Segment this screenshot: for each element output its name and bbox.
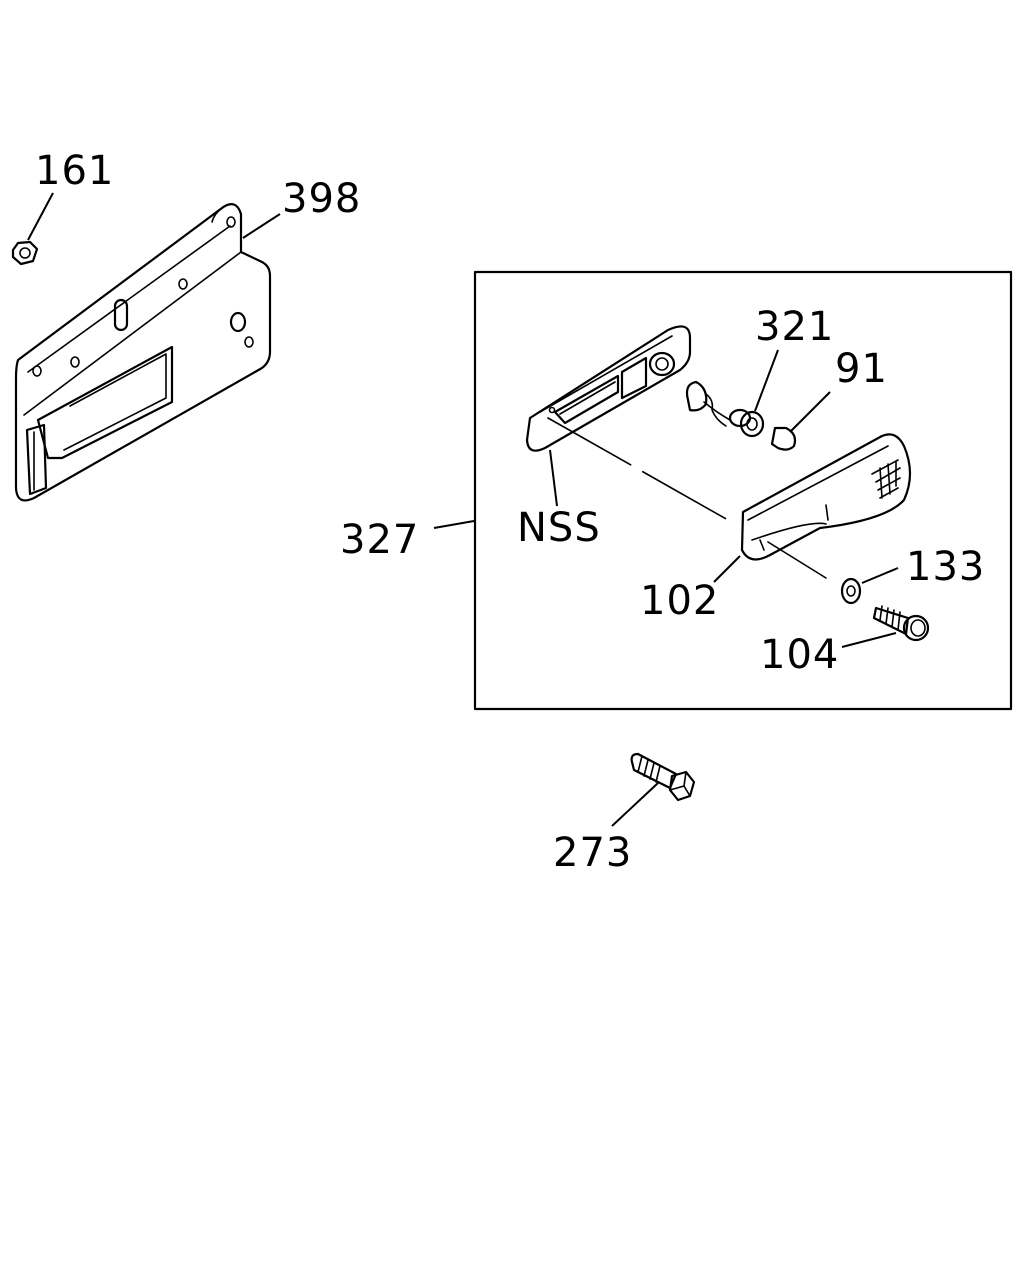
gasket-nss <box>525 325 692 452</box>
alignment-dash <box>547 417 736 525</box>
bracket-398 <box>14 203 272 502</box>
callout-104: 104 <box>760 632 839 678</box>
leader-273 <box>611 782 659 827</box>
callout-321: 321 <box>755 304 834 350</box>
callout-91: 91 <box>835 346 888 392</box>
leader-91 <box>789 391 831 433</box>
callout-133: 133 <box>906 544 985 590</box>
leader-104 <box>841 632 897 648</box>
socket-321 <box>685 380 765 438</box>
callout-398: 398 <box>282 176 361 222</box>
callout-273: 273 <box>553 830 632 876</box>
callout-102: 102 <box>640 578 719 624</box>
screw-axis-line <box>767 541 827 579</box>
leader-398 <box>242 213 281 239</box>
lamp-body-102 <box>740 433 912 561</box>
callout-nss: NSS <box>517 505 601 551</box>
leader-102 <box>713 555 741 583</box>
leader-161 <box>27 192 54 241</box>
leader-nss <box>549 449 558 507</box>
leader-133 <box>861 567 899 584</box>
washer-133 <box>840 577 862 605</box>
callout-161: 161 <box>35 148 114 194</box>
bolt-273 <box>630 752 696 802</box>
callout-327: 327 <box>340 517 419 563</box>
assembly-box-327 <box>473 270 1013 711</box>
leader-327 <box>433 520 475 529</box>
leader-321 <box>754 349 779 412</box>
nut-161 <box>11 240 39 266</box>
screw-104 <box>872 605 930 642</box>
